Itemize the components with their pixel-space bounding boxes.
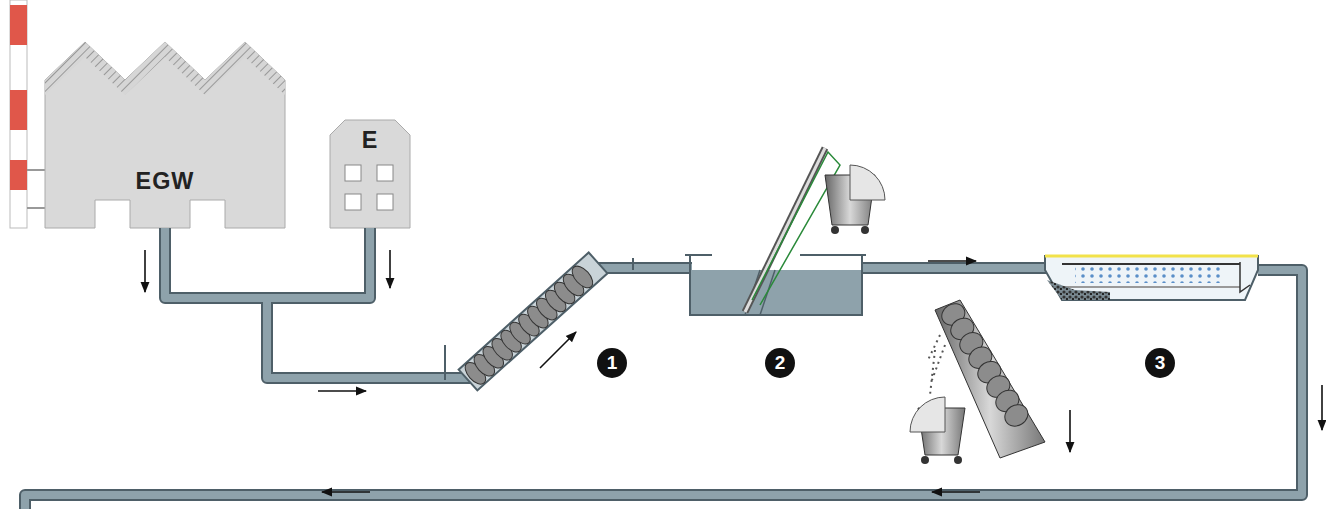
screw-flight	[568, 262, 596, 291]
factory-building: EGW	[45, 40, 285, 228]
house-building: E	[330, 120, 410, 228]
callout-number: 3	[1145, 348, 1175, 378]
callout-number: 1	[597, 348, 627, 378]
building-label: E	[330, 127, 410, 154]
screw-flight	[1001, 400, 1032, 430]
building-label: EGW	[45, 168, 285, 195]
callout-number: 2	[765, 348, 795, 378]
